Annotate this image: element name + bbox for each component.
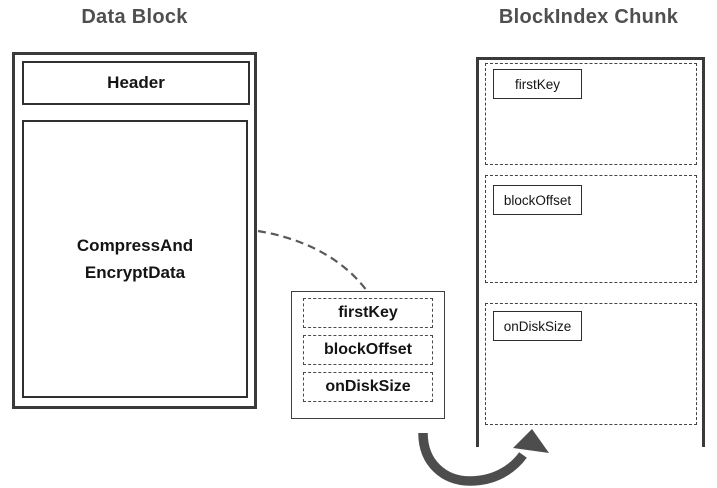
blockindex-field-firstkey-label: firstKey (514, 76, 560, 92)
blockindex-section-blockoffset (485, 175, 697, 283)
data-block-header-box: Header (22, 61, 250, 105)
entry-field-blockoffset-label: blockOffset (323, 341, 412, 358)
blockindex-field-ondisksize-label: onDiskSize (503, 318, 572, 334)
entry-field-ondisksize: onDiskSize (303, 372, 433, 402)
compress-and-encrypt-data-box: CompressAnd EncryptData (22, 120, 248, 398)
blockindex-field-firstkey: firstKey (493, 69, 582, 99)
header-label: Header (107, 73, 165, 92)
blockindex-field-blockoffset: blockOffset (493, 185, 582, 215)
data-block-box (12, 52, 257, 409)
blockindex-field-ondisksize: onDiskSize (493, 311, 582, 341)
entry-field-ondisksize-label: onDiskSize (325, 378, 411, 395)
data-block-title: Data Block (81, 6, 188, 28)
entry-field-blockoffset: blockOffset (303, 335, 433, 365)
blockindex-field-blockoffset-label: blockOffset (503, 192, 572, 208)
blockindex-chunk-title: BlockIndex Chunk (498, 6, 679, 28)
entry-field-firstkey-label: firstKey (338, 304, 398, 321)
dashed-connector-line (257, 229, 368, 292)
compress-and-encrypt-data-label: CompressAnd EncryptData (76, 236, 194, 282)
entry-field-firstkey: firstKey (303, 298, 433, 328)
